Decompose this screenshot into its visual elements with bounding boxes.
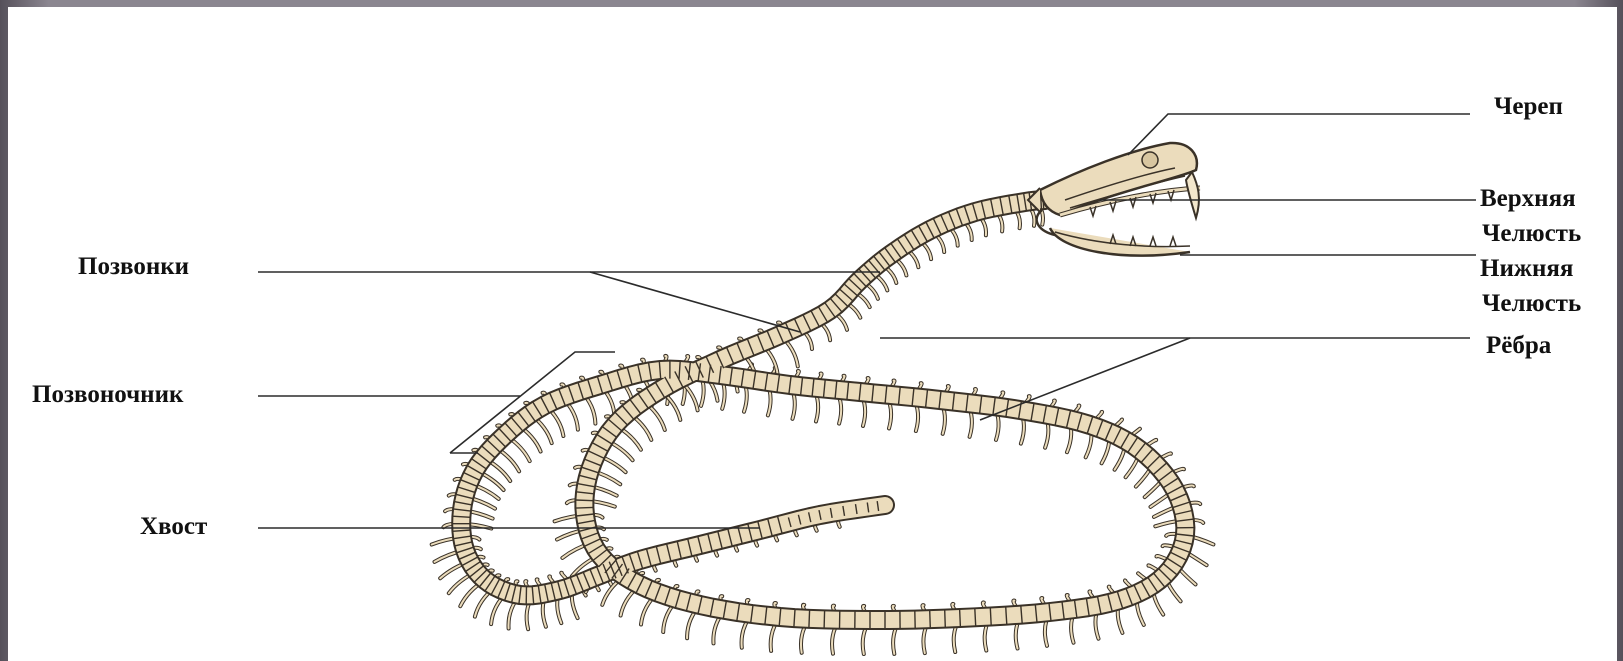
skull [1028,143,1197,215]
vertebra [990,608,991,626]
label-vertebrae: Позвонки [78,253,189,281]
spine [452,191,1194,629]
vertebra [809,610,810,628]
vertebra [975,608,976,626]
label-lower-jaw-line1: Нижняя [1480,255,1573,283]
vertebra [576,500,594,501]
vertebra [824,610,825,628]
leader-vertebrae-2 [590,272,800,332]
vertebra [576,507,594,508]
vertebra [960,609,961,627]
vertebra [945,610,946,628]
label-upper-jaw-line2: Челюсть [1482,220,1581,248]
label-upper-jaw-line1: Верхняя [1480,185,1576,213]
label-spine: Позвоночник [32,381,183,409]
label-lower-jaw-line2: Челюсть [1482,290,1581,318]
label-tail: Хвост [140,513,207,541]
label-ribs: Рёбра [1486,332,1551,360]
label-skull: Череп [1494,93,1563,121]
lower-jaw [1037,210,1190,256]
leader-lines [258,114,1476,528]
leader-ribs-2 [980,338,1190,420]
vertebra [930,610,931,628]
